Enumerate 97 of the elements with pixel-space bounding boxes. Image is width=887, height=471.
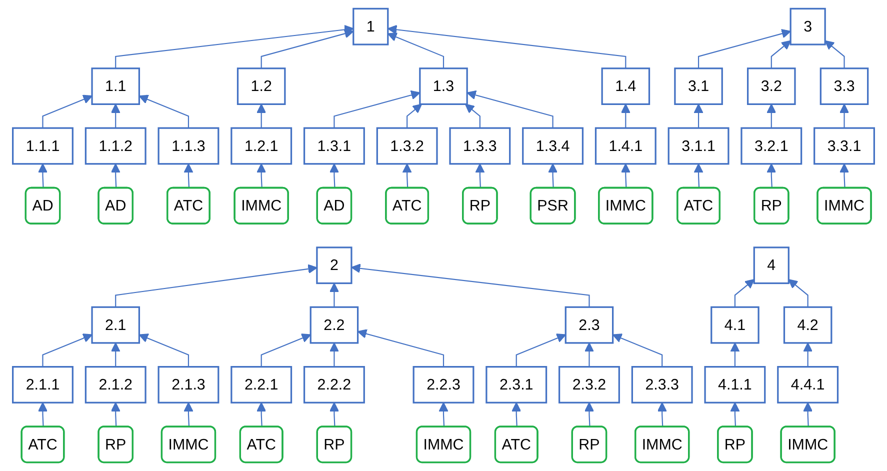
arrow xyxy=(584,342,594,367)
node-box: 1.4 xyxy=(601,68,650,105)
arrow xyxy=(184,163,194,188)
arrow xyxy=(766,104,776,128)
node-box: 3.3.1 xyxy=(814,127,875,165)
node-box: 1.2.1 xyxy=(230,127,292,165)
node-box: 2.2.2 xyxy=(303,366,365,404)
arrow xyxy=(402,163,412,188)
arrow xyxy=(788,279,808,308)
node-box: 1.1 xyxy=(91,68,140,105)
node-box: 2.3.1 xyxy=(486,366,548,404)
arrow xyxy=(803,342,813,367)
node-box: 1.3.1 xyxy=(303,127,365,165)
node-box: 2.1 xyxy=(91,306,140,344)
node-box: 2 xyxy=(316,246,352,284)
node-box: 3 xyxy=(790,8,826,46)
arrow xyxy=(584,402,594,428)
arrow xyxy=(329,342,339,367)
arrow xyxy=(406,104,422,128)
arrow xyxy=(387,24,626,68)
arrow xyxy=(329,163,339,188)
arrow xyxy=(839,104,850,128)
arrow xyxy=(438,402,448,428)
arrow xyxy=(138,94,190,128)
arrow xyxy=(115,264,318,308)
node-box: 3.3 xyxy=(820,68,869,105)
arrow xyxy=(657,402,667,428)
arrow xyxy=(184,402,194,428)
node-box: 1.3.2 xyxy=(376,127,438,165)
arrow xyxy=(110,342,120,367)
node-box: 2.2.1 xyxy=(230,366,292,404)
node-box: 4.1 xyxy=(710,306,760,344)
arrow xyxy=(38,163,48,188)
arrow xyxy=(620,104,630,128)
arrow xyxy=(516,334,566,367)
arrow xyxy=(329,402,339,428)
arrow xyxy=(38,402,48,428)
node-box: 3.1.1 xyxy=(668,127,730,165)
node-box: 3.1 xyxy=(674,68,723,105)
arrow xyxy=(730,402,740,428)
arrow xyxy=(334,90,420,128)
node-box: 2.3 xyxy=(564,306,614,344)
arrow xyxy=(734,279,755,308)
node-box: 1.4.1 xyxy=(594,127,656,165)
node-box: 1.1.2 xyxy=(84,127,146,165)
arrow xyxy=(464,104,480,128)
arrow xyxy=(694,163,704,188)
arrow xyxy=(256,104,266,128)
arrow xyxy=(260,334,312,367)
arrow xyxy=(475,163,485,188)
arrow xyxy=(351,264,590,308)
node-box: 2.1.2 xyxy=(84,366,146,404)
node-box: 2.3.3 xyxy=(631,366,693,404)
arrow xyxy=(698,28,791,68)
arrow xyxy=(256,163,266,188)
arrow xyxy=(612,334,663,367)
node-box: 1 xyxy=(352,8,389,46)
arrow xyxy=(110,104,120,128)
node-box: 2.2.3 xyxy=(412,366,474,404)
node-box: 4.2 xyxy=(783,306,832,344)
node-box: 4.1.1 xyxy=(704,366,766,404)
arrow xyxy=(329,282,339,308)
node-box: 1.3.4 xyxy=(522,127,584,165)
arrow xyxy=(357,329,444,367)
arrow xyxy=(110,163,120,188)
arrow xyxy=(803,402,813,428)
node-box: 3.2 xyxy=(746,68,796,105)
node-box: 1.1.3 xyxy=(158,127,220,165)
arrow xyxy=(42,334,92,367)
arrow xyxy=(138,334,190,367)
node-box: 1.1.1 xyxy=(12,127,74,165)
node-box: 2.1.3 xyxy=(158,366,220,404)
node-box: 4 xyxy=(753,246,790,284)
node-box: 2.1.1 xyxy=(12,366,74,404)
arrow xyxy=(42,94,92,128)
node-box: 1.2 xyxy=(236,68,286,105)
arrow xyxy=(770,40,791,68)
arrow xyxy=(256,402,266,428)
node-box: 2.2 xyxy=(310,306,359,344)
node-box: 3.2.1 xyxy=(740,127,802,165)
node-box: 4.4.1 xyxy=(777,366,839,404)
arrow xyxy=(730,342,740,367)
arrow xyxy=(512,402,522,428)
arrow xyxy=(694,104,704,128)
arrow xyxy=(260,28,354,68)
arrow xyxy=(110,402,120,428)
arrow xyxy=(620,163,630,188)
node-box: 1.3 xyxy=(419,68,468,105)
arrow xyxy=(839,163,850,188)
node-box: 1.3.3 xyxy=(449,127,511,165)
arrow xyxy=(387,32,444,68)
node-box: 2.3.2 xyxy=(558,366,620,404)
arrow xyxy=(115,24,354,68)
arrow xyxy=(548,163,558,188)
arrow xyxy=(766,163,776,188)
arrow xyxy=(466,90,554,128)
arrow xyxy=(824,40,845,68)
